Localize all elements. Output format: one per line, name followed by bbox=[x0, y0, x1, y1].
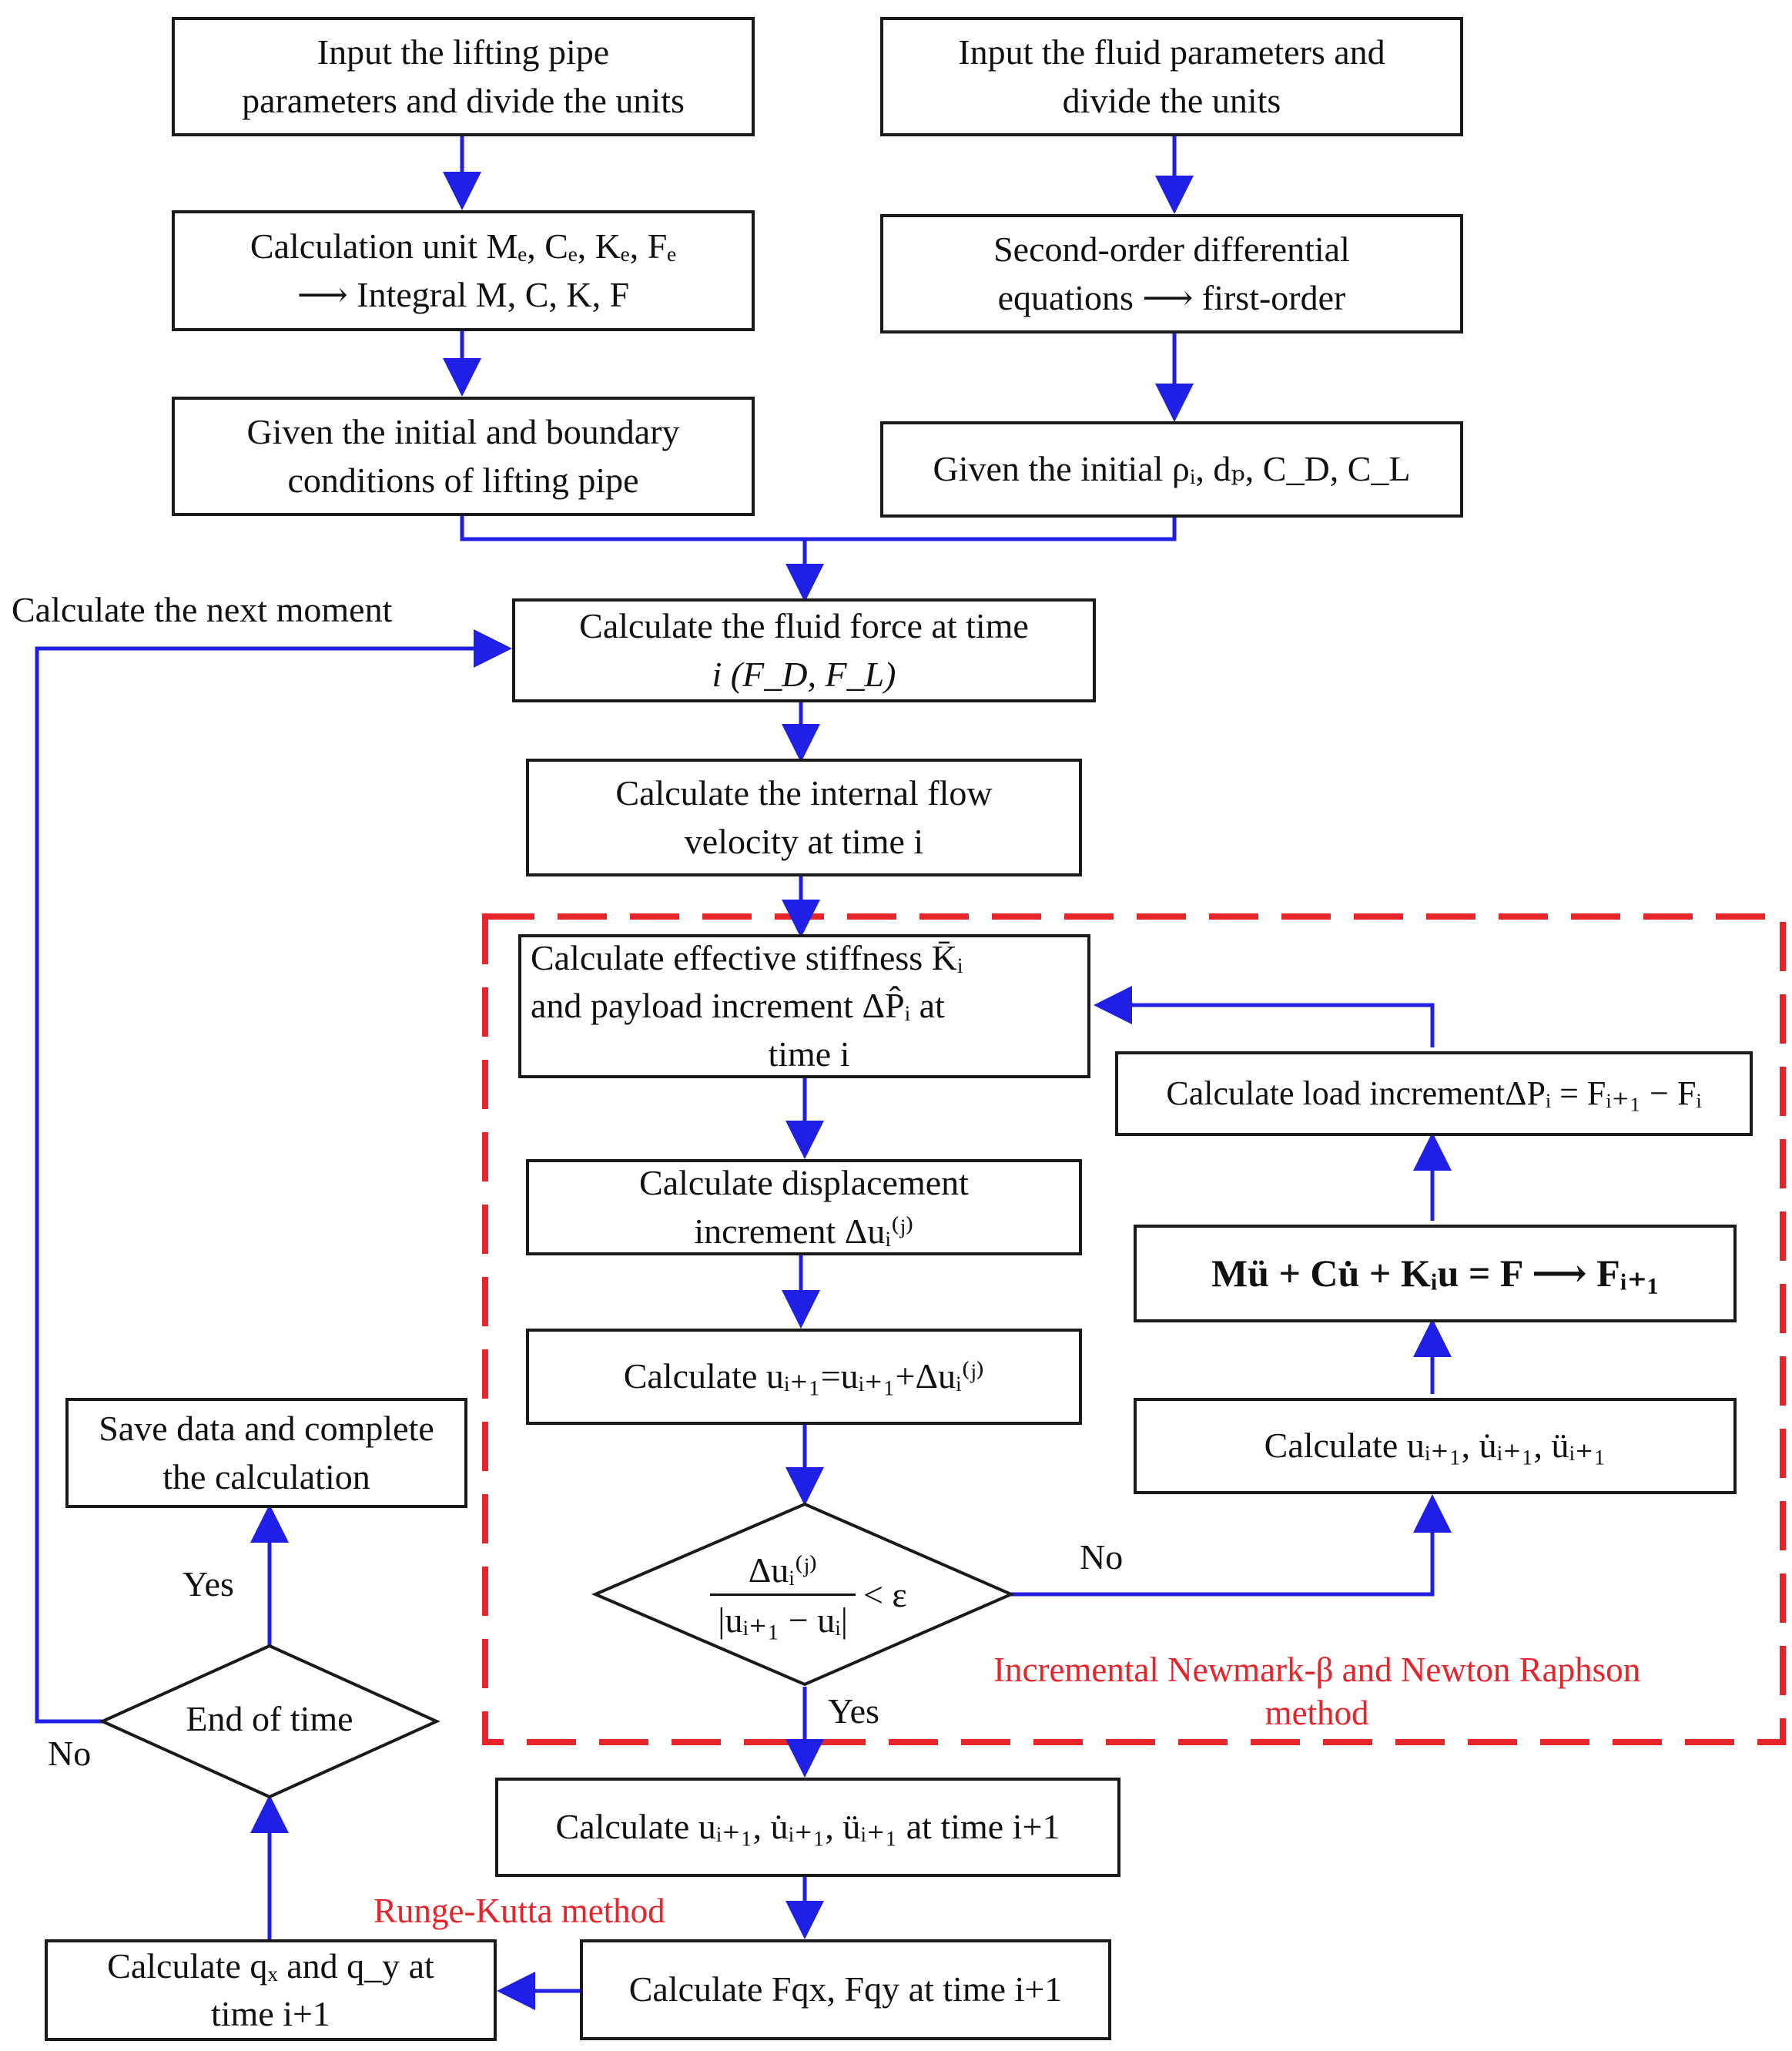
decision-end-of-time-text: End of time bbox=[139, 1698, 400, 1739]
node-fluid-initial-values: Given the initial ρᵢ, dₚ, C_D, C_L bbox=[880, 421, 1463, 518]
node-internal-flow-velocity: Calculate the internal flow velocity at … bbox=[526, 759, 1082, 876]
node-line: Calculate uᵢ₊₁, u̇ᵢ₊₁, üᵢ₊₁ at time i+1 bbox=[555, 1807, 1060, 1847]
arrow-decision-no-n14 bbox=[1011, 1494, 1452, 1597]
node-line: Input the fluid parameters and bbox=[958, 32, 1385, 72]
node-calc-state-vector: Calculate uᵢ₊₁, u̇ᵢ₊₁, üᵢ₊₁ bbox=[1134, 1398, 1737, 1494]
label-no-convergence: No bbox=[1080, 1537, 1124, 1577]
node-line: the calculation bbox=[162, 1456, 370, 1496]
convergence-threshold: < ε bbox=[863, 1574, 907, 1614]
node-line: Calculate Fqx, Fqy at time i+1 bbox=[628, 1969, 1063, 2009]
node-pipe-initial-conditions: Given the initial and boundary condition… bbox=[172, 397, 755, 516]
node-line: Calculate the fluid force at time bbox=[579, 606, 1029, 646]
arrow-n12-n9 bbox=[1094, 986, 1435, 1047]
node-line: Save data and complete bbox=[99, 1409, 434, 1449]
node-input-fluid-params: Input the fluid parameters and divide th… bbox=[880, 17, 1463, 136]
node-line: Calculate load incrementΔPᵢ = Fᵢ₊₁ − Fᵢ bbox=[1166, 1074, 1702, 1113]
method-line: Incremental Newmark-β and Newton Raphson bbox=[993, 1651, 1641, 1689]
node-effective-stiffness: Calculate effective stiffness K̄ᵢ and pa… bbox=[518, 934, 1090, 1078]
node-line: time i bbox=[768, 1034, 850, 1074]
node-load-increment: Calculate load incrementΔPᵢ = Fᵢ₊₁ − Fᵢ bbox=[1115, 1051, 1753, 1136]
node-line: i (F_D, F_L) bbox=[712, 654, 896, 694]
label-newmark-method: Incremental Newmark-β and Newton Raphson… bbox=[993, 1648, 1640, 1735]
node-line: divide the units bbox=[1062, 80, 1281, 120]
node-line: conditions of lifting pipe bbox=[287, 460, 639, 500]
node-second-order-equations: Second-order differential equations ⟶ fi… bbox=[880, 214, 1463, 333]
node-line: Calculation unit Mₑ, Cₑ, Kₑ, Fₑ bbox=[250, 226, 677, 266]
node-line: Given the initial and boundary bbox=[246, 412, 680, 452]
node-update-displacement: Calculate uᵢ₊₁=uᵢ₊₁+Δuᵢ⁽ʲ⁾ bbox=[526, 1329, 1082, 1425]
node-calculation-unit-matrices: Calculation unit Mₑ, Cₑ, Kₑ, Fₑ ⟶ Integr… bbox=[172, 210, 755, 331]
label-yes-convergence: Yes bbox=[828, 1691, 879, 1731]
node-save-data: Save data and complete the calculation bbox=[65, 1398, 467, 1508]
node-displacement-increment: Calculate displacement increment Δuᵢ⁽ʲ⁾ bbox=[526, 1159, 1082, 1255]
label-no-end: No bbox=[48, 1734, 92, 1773]
node-calc-next-state: Calculate uᵢ₊₁, u̇ᵢ₊₁, üᵢ₊₁ at time i+1 bbox=[495, 1778, 1120, 1877]
node-line: Calculate uᵢ₊₁=uᵢ₊₁+Δuᵢ⁽ʲ⁾ bbox=[623, 1356, 985, 1396]
node-line: Calculate uᵢ₊₁, u̇ᵢ₊₁, üᵢ₊₁ bbox=[1264, 1426, 1606, 1466]
fraction-denominator: |uᵢ₊₁ − uᵢ| bbox=[710, 1593, 856, 1640]
node-line: Calculate effective stiffness K̄ᵢ bbox=[531, 938, 963, 978]
node-line: Second-order differential bbox=[993, 230, 1350, 270]
node-calc-fq: Calculate Fqx, Fqy at time i+1 bbox=[580, 1939, 1111, 2040]
arrow-end-no-n7 bbox=[35, 629, 512, 1724]
node-line: Calculate the internal flow bbox=[615, 773, 993, 813]
node-line: Input the lifting pipe bbox=[317, 32, 610, 72]
node-line: parameters and divide the units bbox=[242, 80, 685, 120]
node-line: and payload increment ΔP̂ᵢ at bbox=[531, 986, 945, 1026]
node-line: time i+1 bbox=[211, 1994, 330, 2033]
decision-end-of-time bbox=[99, 1644, 440, 1799]
convergence-fraction: Δuᵢ⁽ʲ⁾ |uᵢ₊₁ − uᵢ| bbox=[710, 1549, 856, 1640]
node-fluid-force: Calculate the fluid force at time i (F_D… bbox=[512, 598, 1096, 702]
node-line: Given the initial ρᵢ, dₚ, C_D, C_L bbox=[933, 449, 1411, 489]
fraction-numerator: Δuᵢ⁽ʲ⁾ bbox=[748, 1550, 818, 1590]
node-calc-q: Calculate qₓ and q_y at time i+1 bbox=[45, 1939, 497, 2041]
node-line: Calculate displacement bbox=[639, 1163, 969, 1203]
node-line: ⟶ Integral M, C, K, F bbox=[296, 274, 630, 314]
node-line: Calculate qₓ and q_y at bbox=[107, 1945, 434, 1986]
end-of-time-label: End of time bbox=[186, 1699, 353, 1738]
label-yes-end: Yes bbox=[183, 1564, 234, 1604]
node-line: increment Δuᵢ⁽ʲ⁾ bbox=[694, 1211, 914, 1251]
merge-line-n5-n6 bbox=[460, 516, 1177, 541]
node-line: Mü + Cu̇ + Kᵢu = F ⟶ Fᵢ₊₁ bbox=[1211, 1251, 1660, 1295]
node-input-pipe-params: Input the lifting pipe parameters and di… bbox=[172, 17, 755, 136]
node-line: velocity at time i bbox=[684, 821, 924, 861]
newmark-region-boundary bbox=[482, 913, 1786, 1745]
node-line: equations ⟶ first-order bbox=[997, 277, 1346, 317]
node-equation-of-motion: Mü + Cu̇ + Kᵢu = F ⟶ Fᵢ₊₁ bbox=[1134, 1225, 1737, 1322]
label-next-moment: Calculate the next moment bbox=[12, 590, 393, 629]
method-line: method bbox=[1264, 1694, 1369, 1733]
decision-convergence-text: Δuᵢ⁽ʲ⁾ |uᵢ₊₁ − uᵢ| < ε bbox=[647, 1529, 970, 1660]
label-runge-kutta: Runge-Kutta method bbox=[373, 1892, 665, 1930]
